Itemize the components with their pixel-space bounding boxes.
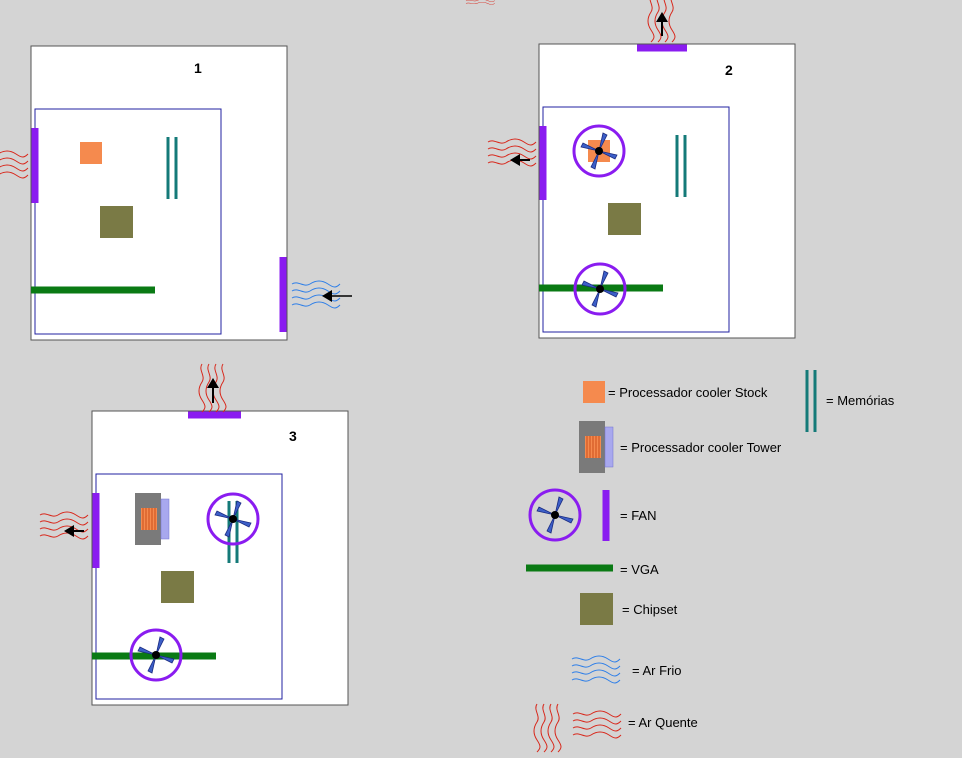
legend-chipset-label: = Chipset	[622, 602, 678, 617]
cpu-stock-icon	[583, 381, 605, 403]
chipset-icon	[161, 571, 194, 603]
hot-air-icon	[487, 138, 537, 167]
hot-air-icon	[465, 0, 496, 5]
cold-air-icon	[571, 655, 621, 684]
arrow-icon	[322, 290, 352, 302]
diagram-3	[39, 363, 349, 706]
chipset-icon	[580, 593, 613, 625]
motherboard-2	[542, 106, 730, 333]
chipset-icon	[100, 206, 133, 238]
arrow-icon	[656, 12, 668, 36]
legend-vga-label: = VGA	[620, 562, 659, 577]
arrow-icon	[64, 525, 84, 537]
chipset-icon	[608, 203, 641, 235]
diagram-1	[0, 45, 352, 341]
legend-hot-air-label: = Ar Quente	[628, 715, 698, 730]
legend-symbols	[526, 370, 817, 753]
case-2	[538, 43, 796, 339]
motherboard-1	[34, 108, 222, 335]
cpu-stock-icon	[80, 142, 102, 164]
hot-air-icon	[0, 150, 29, 179]
hot-air-icon	[572, 710, 622, 739]
arrow-icon	[510, 154, 530, 166]
hot-air-icon	[39, 511, 89, 540]
legend-cpu-tower-label: = Processador cooler Tower	[620, 440, 782, 455]
legend-cpu-stock-label: = Processador cooler Stock	[608, 385, 768, 400]
memory-icon	[675, 135, 687, 197]
tower-cooler-icon	[134, 492, 170, 546]
case-1	[30, 45, 288, 341]
tower-cooler-icon	[578, 420, 614, 474]
legend-fan-label: = FAN	[620, 508, 657, 523]
legend-cold-air-label: = Ar Frio	[632, 663, 682, 678]
diagram-2	[487, 0, 796, 339]
cold-air-icon	[291, 280, 341, 309]
diagram-number-1: 1	[194, 60, 202, 76]
motherboard-3	[95, 473, 283, 700]
memory-icon	[166, 137, 178, 199]
hot-air-icon	[533, 703, 562, 753]
arrow-icon	[207, 378, 219, 403]
legend-memory-label: = Memórias	[826, 393, 895, 408]
diagram-number-3: 3	[289, 428, 297, 444]
memory-icon	[805, 370, 817, 432]
fan-icon	[528, 488, 582, 542]
diagram-number-2: 2	[725, 62, 733, 78]
